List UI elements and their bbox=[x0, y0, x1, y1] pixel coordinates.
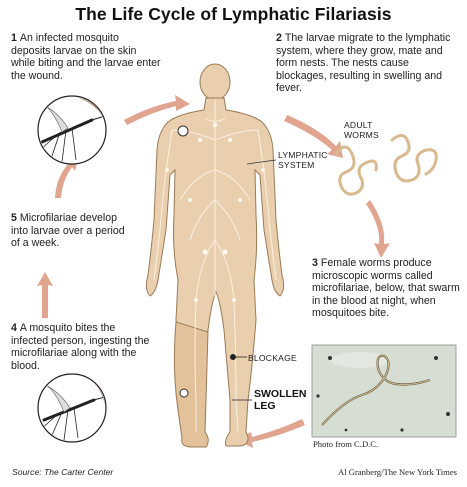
head bbox=[199, 63, 231, 101]
lymphatic-network bbox=[153, 100, 277, 433]
blockage-marker bbox=[230, 354, 236, 360]
arrow-micro-to-4 bbox=[237, 419, 305, 448]
arrow-5-to-1 bbox=[55, 157, 78, 198]
source-credit: Source: The Carter Center bbox=[12, 467, 114, 477]
mosquito-inset-bottom bbox=[37, 373, 107, 443]
swollen-leg bbox=[173, 321, 209, 448]
artist-credit: Al Granberg/The New York Times bbox=[338, 467, 457, 477]
lymphatic-leader bbox=[246, 159, 277, 165]
adult-worms-label: ADULT WORMS bbox=[344, 120, 379, 140]
bite-site-marker-lower bbox=[179, 388, 189, 398]
lymph-nodes bbox=[165, 122, 265, 302]
photo-credit: Photo from C.D.C. bbox=[313, 439, 379, 449]
cycle-arrows bbox=[37, 95, 390, 448]
arrow-1-to-2 bbox=[124, 95, 190, 125]
bite-site-marker-upper bbox=[177, 125, 189, 137]
lymphatic-system-label: LYMPHATIC SYSTEM bbox=[278, 150, 328, 170]
microfilariae-photo bbox=[311, 344, 457, 438]
adult-worms bbox=[334, 134, 438, 196]
swollen-leg-label: SWOLLEN LEG bbox=[254, 388, 307, 412]
mosquito-inset-top bbox=[37, 95, 107, 165]
blockage-label: BLOCKAGE bbox=[248, 353, 297, 363]
page-title: The Life Cycle of Lymphatic Filariasis bbox=[75, 4, 392, 24]
arrow-2-to-worms bbox=[284, 115, 343, 158]
arrow-4-to-5 bbox=[37, 272, 53, 318]
arrow-worms-to-3 bbox=[366, 200, 390, 258]
